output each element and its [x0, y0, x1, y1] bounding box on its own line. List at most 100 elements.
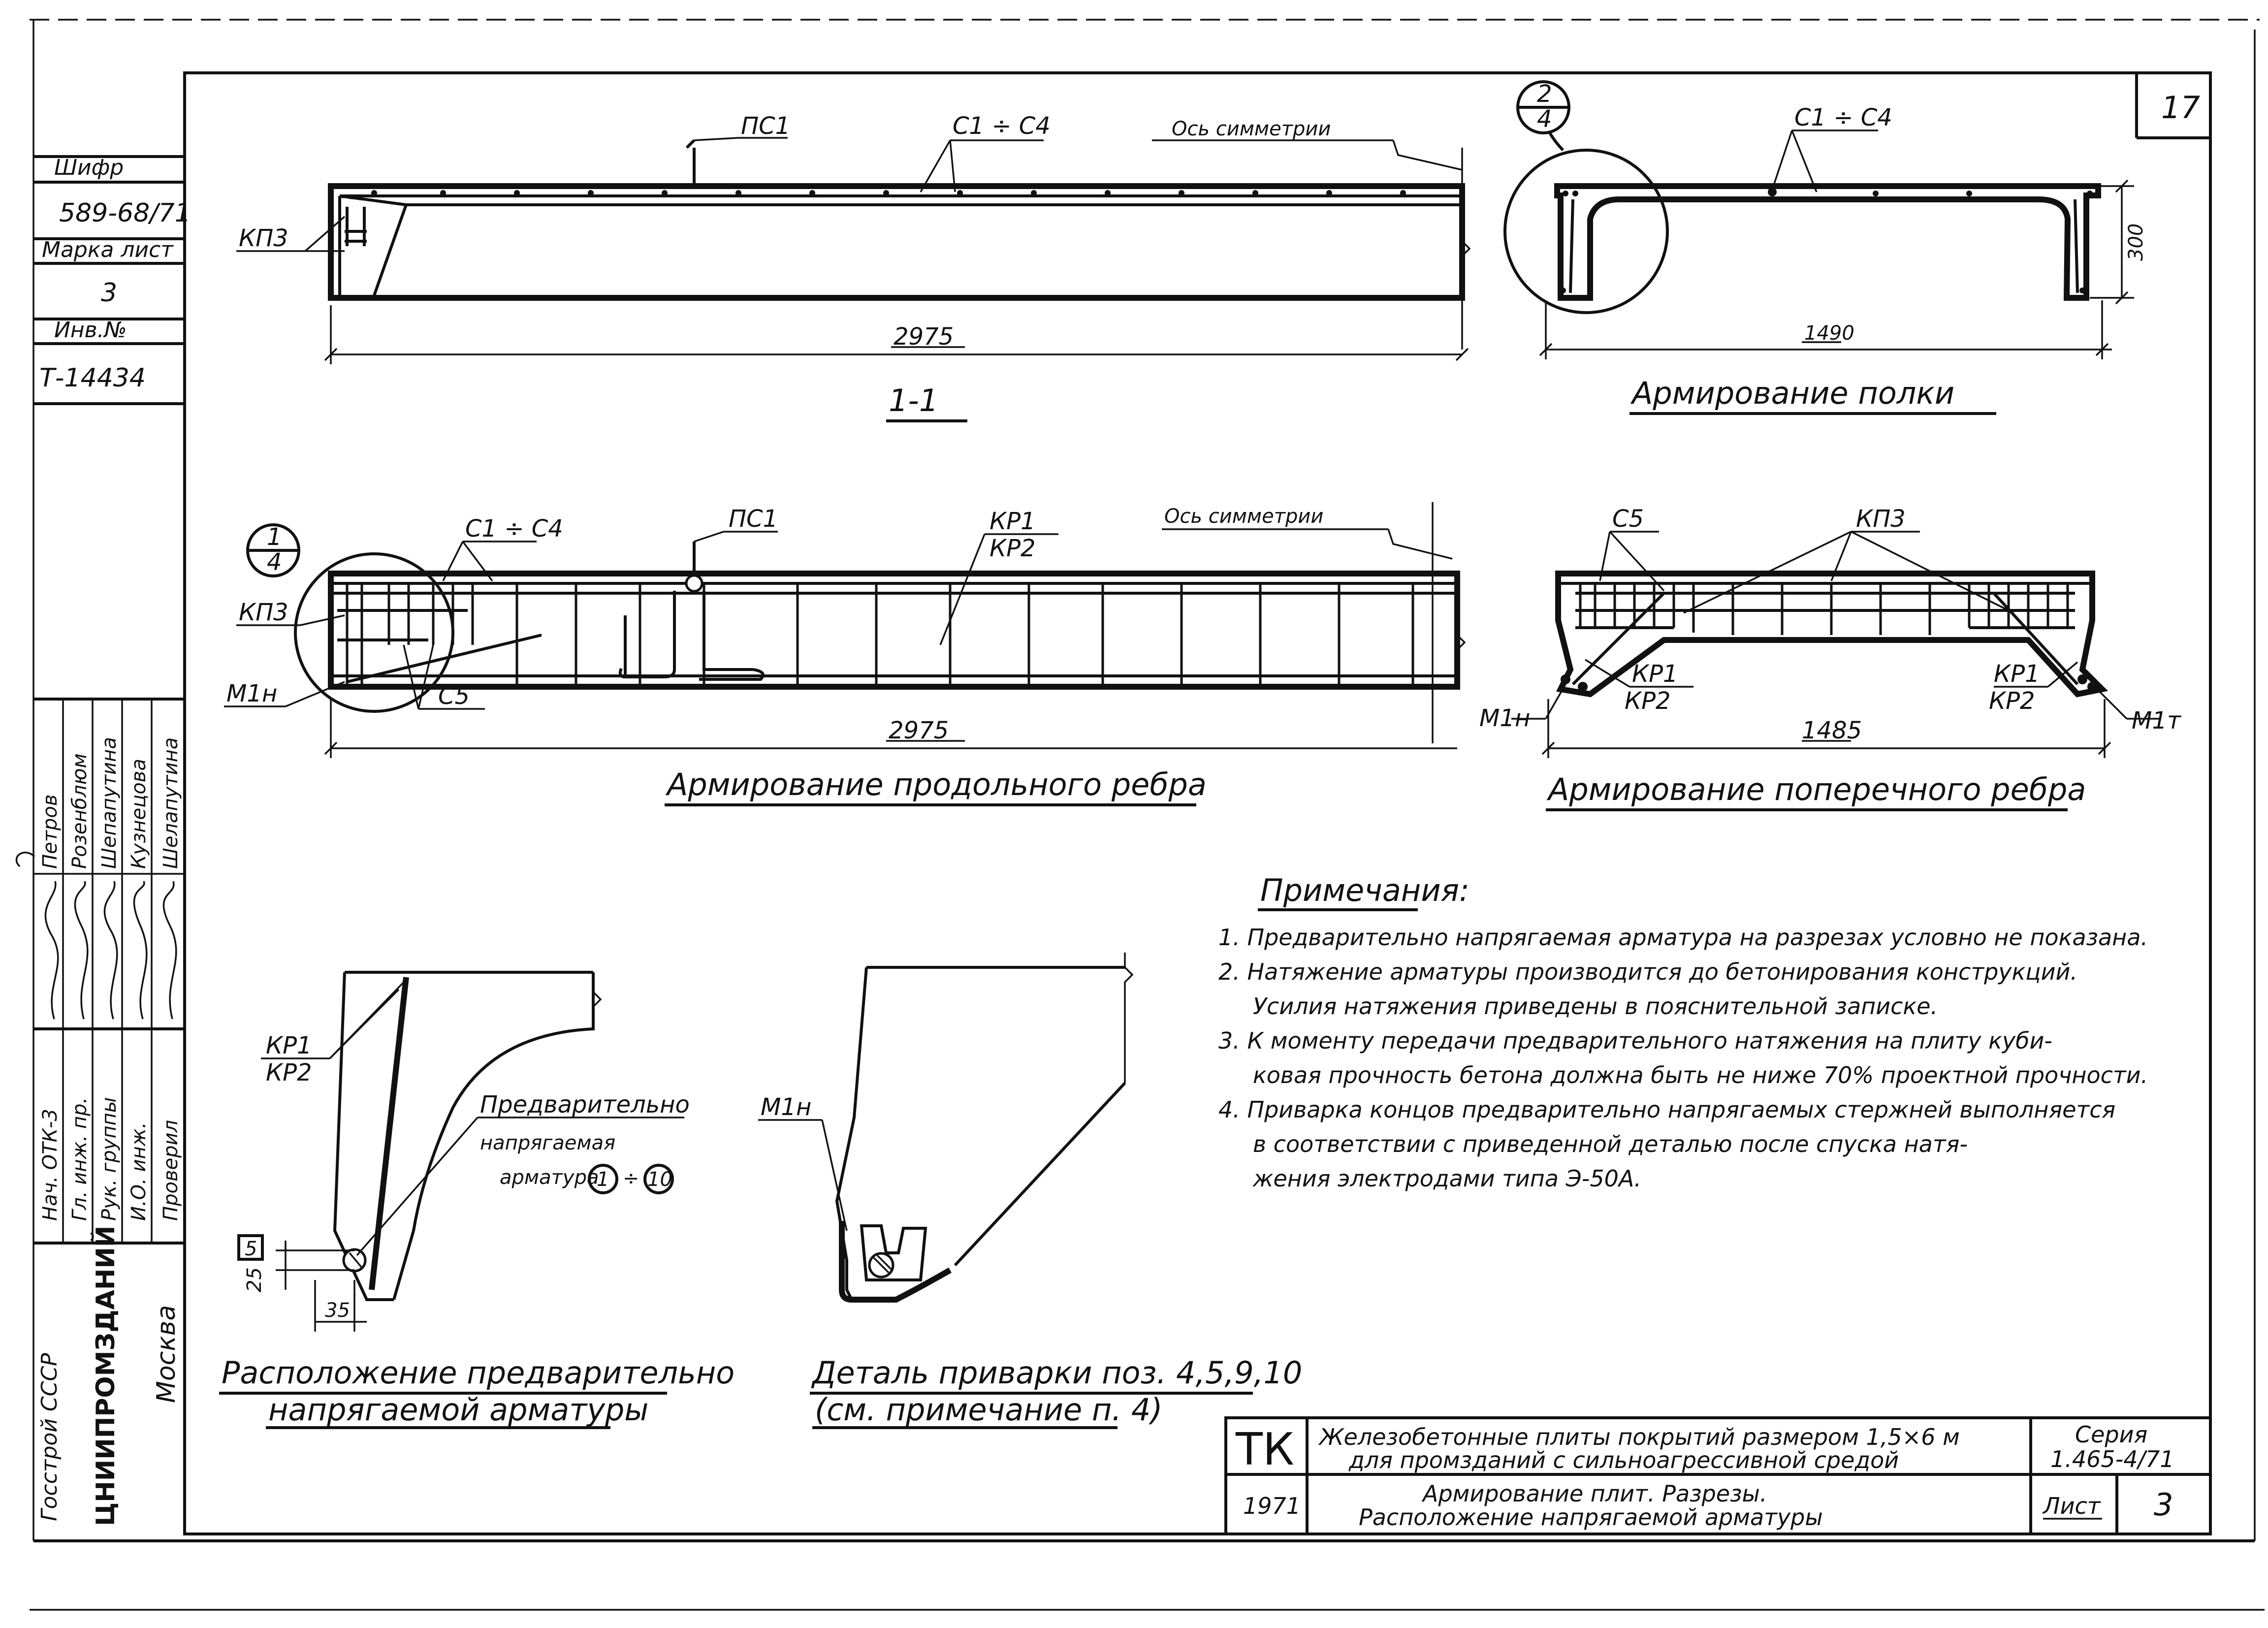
tb-year: 1971 — [1243, 1493, 1301, 1519]
transverse-rib-drawing — [1511, 531, 2161, 758]
lr-label-axis: Ось симметрии — [1164, 505, 1323, 528]
svg-text:Нач. ОТК-3: Нач. ОТК-3 — [39, 1109, 62, 1221]
shelf-title: Армирование полки — [1630, 375, 1954, 411]
svg-text:Шелапутина: Шелапутина — [160, 737, 182, 869]
tr-label-m1n: М1н — [1479, 704, 1530, 732]
shelf-callout-top: 2 — [1537, 80, 1552, 108]
shelf-dim-width: 1490 — [1804, 322, 1854, 345]
tr-label-kr2-left: КР2 — [1625, 687, 1671, 715]
shelf-dim-height: 300 — [2125, 223, 2147, 261]
shelf-label-c1c4: С1 ÷ С4 — [1794, 104, 1892, 131]
tr-label-c5: С5 — [1612, 505, 1644, 533]
tb-title-2: для промзданий с сильноагрессивной средо… — [1348, 1447, 1899, 1473]
wd-title-2: (см. примечание п. 4) — [815, 1392, 1162, 1428]
svg-text:3. К моменту передачи предвари: 3. К моменту передачи предварительного н… — [1218, 1027, 2052, 1054]
tr-title: Армирование поперечного ребра — [1546, 771, 2086, 807]
tb-sheet-value: 3 — [2154, 1487, 2173, 1523]
lr-callout-bottom: 4 — [267, 548, 282, 576]
sheet-frame — [30, 19, 2265, 1611]
title-block-frame — [1224, 1416, 2212, 1535]
city: Москва — [152, 1305, 181, 1403]
wd-label-m1n: М1н — [761, 1093, 811, 1121]
pl-label-kr2: КР2 — [266, 1059, 312, 1086]
org-name: ЦНИИПРОМЗДАНИЙ — [91, 1226, 121, 1526]
pl-label-napr: напрягаемая — [480, 1132, 615, 1154]
longitudinal-rib-drawing — [224, 502, 1466, 758]
pl-dim-5: 5 — [245, 1238, 257, 1260]
svg-text:Усилия натяжения приведены в п: Усилия натяжения приведены в пояснительн… — [1253, 993, 1938, 1020]
svg-text:1. Предварительно напрягаемая: 1. Предварительно напрягаемая арматура н… — [1218, 924, 2148, 951]
lr-title: Армирование продольного ребра — [665, 766, 1207, 802]
svg-text:Шепапутина: Шепапутина — [98, 737, 121, 869]
svg-text:Рук. группы: Рук. группы — [98, 1097, 121, 1221]
s11-label-kp3: КП3 — [239, 224, 288, 252]
tr-label-kp3: КП3 — [1856, 505, 1906, 533]
svg-text:4. Приварка концов предварител: 4. Приварка концов предварительно напряг… — [1218, 1096, 2115, 1123]
tb-code: ТК — [1235, 1424, 1294, 1475]
pl-dim-25: 25 — [243, 1267, 266, 1292]
svg-text:И.О. инж.: И.О. инж. — [128, 1122, 150, 1221]
tb-series-value: 1.465-4/71 — [2050, 1446, 2174, 1472]
lr-label-c1c4: С1 ÷ С4 — [465, 515, 563, 543]
lr-label-ps1: ПС1 — [729, 505, 778, 533]
left-strip — [33, 155, 185, 1245]
tb-title-1: Железобетонные плиты покрытий размером 1… — [1318, 1424, 1960, 1450]
pl-circle-1: 1 — [597, 1168, 609, 1191]
pl-label-kr1: КР1 — [266, 1032, 312, 1059]
s11-dimension: 2975 — [894, 323, 954, 351]
lr-dimension: 2975 — [889, 717, 949, 744]
page-number: 17 — [2161, 90, 2200, 126]
shifr-value: 589-68/71 — [59, 198, 191, 228]
pl-label-pre: Предварительно — [480, 1091, 690, 1118]
pl-label-arm: арматура — [500, 1166, 599, 1189]
approvals-roles: Нач. ОТК-3 Гл. инж. пр. Рук. группы И.О.… — [39, 1097, 182, 1221]
shelf-callout-bottom: 4 — [1537, 105, 1552, 133]
shelf-drawing — [1503, 80, 2134, 359]
approvals-names: Петров Розенблюм Шепапутина Кузнецова Ше… — [39, 737, 182, 869]
prestressed-drawing — [237, 971, 684, 1332]
lr-label-kp3: КП3 — [239, 599, 288, 626]
svg-text:ковая прочность бетона должна: ковая прочность бетона должна быть не ни… — [1253, 1062, 2148, 1088]
svg-text:в соответствии с приведенной д: в соответствии с приведенной деталью пос… — [1253, 1131, 1968, 1157]
lr-label-c5: С5 — [438, 682, 470, 710]
tr-label-kr1-left: КР1 — [1632, 660, 1678, 688]
notes-lines: 1. Предварительно напрягаемая арматура н… — [1218, 924, 2148, 1192]
lr-label-m1n: М1н — [226, 680, 277, 707]
s11-label-c1c4: С1 ÷ С4 — [953, 112, 1051, 140]
section-1-1-drawing — [236, 137, 1471, 364]
s11-label-ps1: ПС1 — [741, 112, 790, 140]
signatures — [15, 851, 177, 1020]
svg-text:Гл. инж. пр.: Гл. инж. пр. — [68, 1097, 91, 1221]
svg-text:Розенблюм: Розенблюм — [68, 753, 91, 869]
svg-text:Кузнецова: Кузнецова — [128, 759, 150, 869]
tr-label-m1t: М1т — [2132, 707, 2182, 734]
inv-label: Инв.№ — [54, 318, 127, 343]
svg-text:2. Натяжение арматуры производ: 2. Натяжение арматуры производится до бе… — [1218, 958, 2077, 985]
pl-title-1: Расположение предварительно — [222, 1355, 735, 1391]
tb-subtitle-1: Армирование плит. Разрезы. — [1421, 1480, 1767, 1507]
tr-label-kr2-right: КР2 — [1989, 687, 2035, 715]
pl-title-2: напрягаемой арматуры — [268, 1392, 648, 1428]
tr-label-kr1-right: КР1 — [1994, 660, 2040, 688]
wd-title-1: Деталь приварки поз. 4,5,9,10 — [811, 1355, 1302, 1391]
tb-subtitle-2: Расположение напрягаемой арматуры — [1359, 1504, 1823, 1531]
svg-text:Петров: Петров — [39, 795, 62, 869]
shifr-label: Шифр — [54, 155, 124, 180]
tb-sheet-label: Лист — [2042, 1493, 2101, 1519]
s11-title: 1-1 — [889, 383, 938, 418]
weld-detail-drawing — [758, 953, 1134, 1303]
marka-value: 3 — [101, 278, 117, 308]
tb-series-label: Серия — [2075, 1421, 2147, 1448]
s11-label-axis: Ось симметрии — [1172, 118, 1331, 140]
pl-circle-10: 10 — [647, 1168, 672, 1191]
svg-text:жения электродами типа Э-50А.: жения электродами типа Э-50А. — [1252, 1165, 1641, 1192]
lr-callout-top: 1 — [267, 523, 282, 551]
pl-div: ÷ — [623, 1167, 639, 1190]
tr-dimension: 1485 — [1802, 717, 1862, 744]
pl-dim-35: 35 — [325, 1299, 350, 1322]
org-ministry: Госстрой СССР — [37, 1353, 62, 1521]
inv-value: Т-14434 — [39, 363, 146, 393]
marka-label: Марка лист — [42, 237, 174, 262]
svg-text:Проверил: Проверил — [160, 1120, 182, 1221]
